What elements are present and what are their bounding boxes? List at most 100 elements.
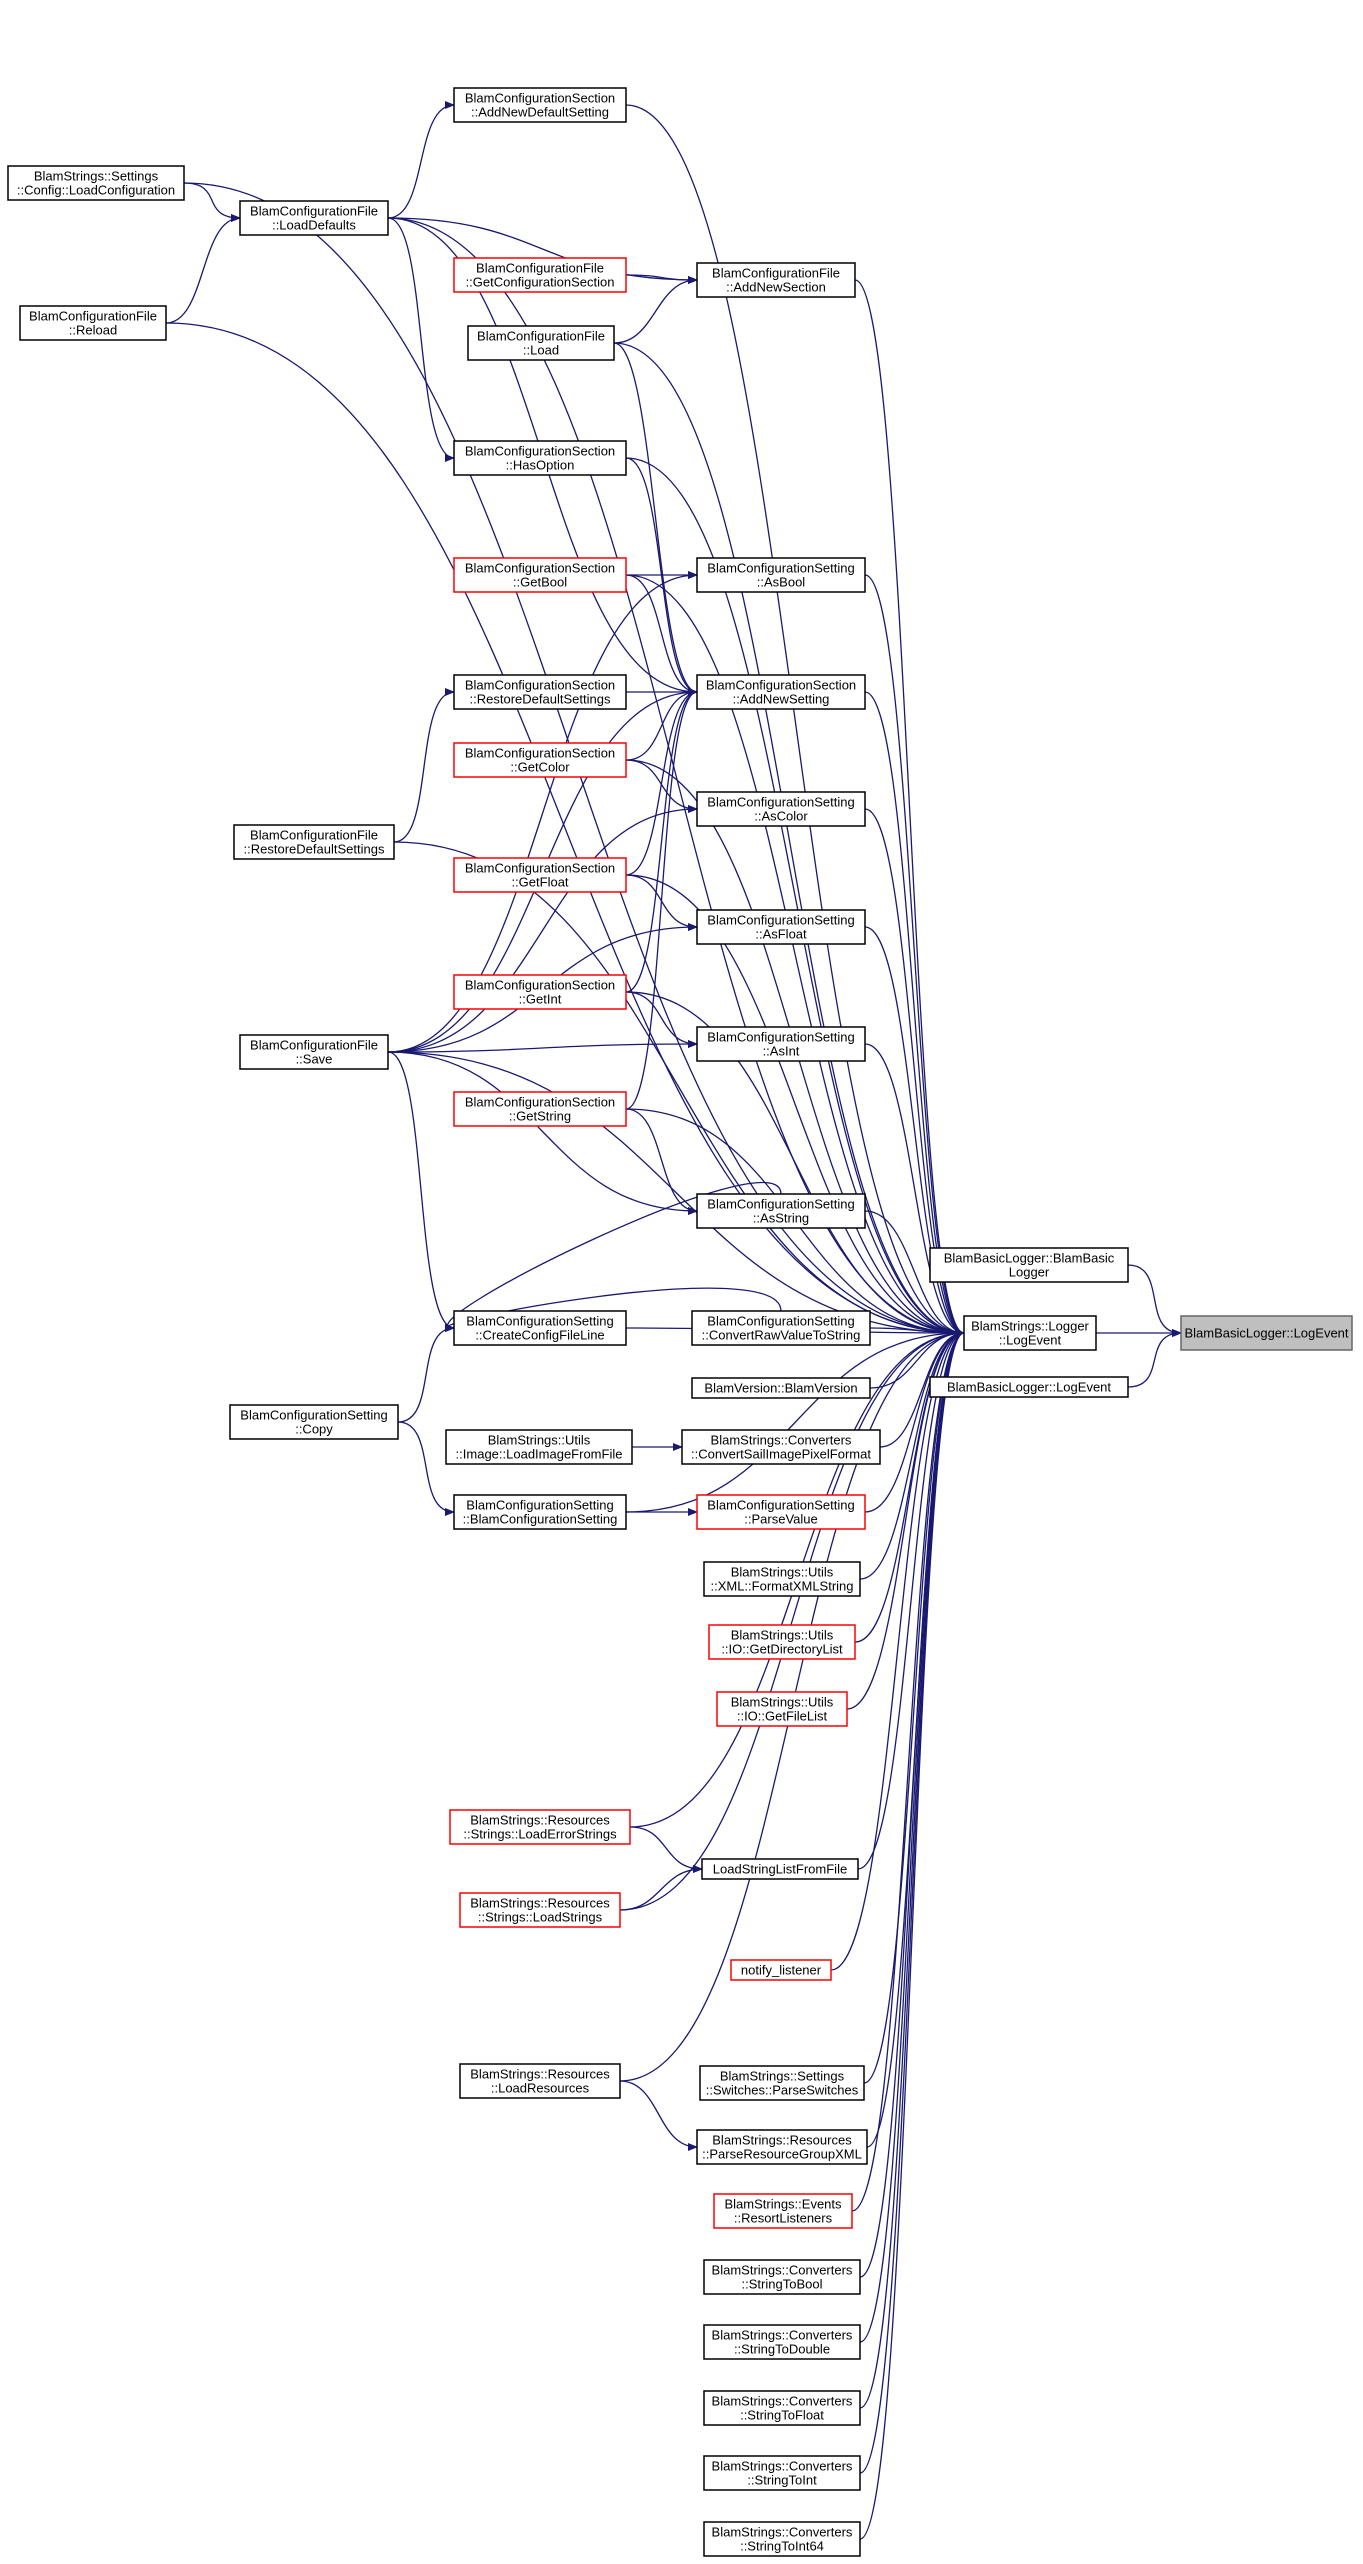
edge-bbl-ctor-to-log-event-root bbox=[1127, 1264, 1182, 1337]
node-string-to-int64[interactable]: BlamStrings::Converters::StringToInt64 bbox=[703, 2521, 861, 2557]
node-cs-add-new-setting[interactable]: BlamConfigurationSection::AddNewSetting bbox=[696, 674, 866, 710]
node-label: BlamConfigurationSetting bbox=[240, 1408, 387, 1423]
edge-cs-get-color-to-cs-add-new-setting bbox=[625, 688, 698, 761]
node-label: BlamConfigurationSection bbox=[465, 978, 615, 993]
node-box bbox=[7, 165, 185, 201]
node-st-parse-value[interactable]: BlamConfigurationSetting::ParseValue bbox=[696, 1494, 866, 1530]
node-st-as-color[interactable]: BlamConfigurationSetting::AsColor bbox=[696, 791, 866, 827]
edge-cs-add-new-setting-to-logger-log-event bbox=[864, 691, 965, 1337]
node-get-directory-list[interactable]: BlamStrings::Utils::IO::GetDirectoryList bbox=[708, 1624, 856, 1660]
node-box bbox=[703, 2455, 861, 2491]
node-convert-sail-image-pixel-format[interactable]: BlamStrings::Converters::ConvertSailImag… bbox=[681, 1429, 881, 1465]
node-box bbox=[696, 262, 856, 298]
node-log-event-root[interactable]: BlamBasicLogger::LogEvent bbox=[1180, 1315, 1353, 1351]
node-label: BlamConfigurationSection bbox=[465, 861, 615, 876]
node-load-configuration[interactable]: BlamStrings::Settings::Config::LoadConfi… bbox=[7, 165, 185, 201]
node-bbl-ctor[interactable]: BlamBasicLogger::BlamBasicLogger bbox=[929, 1247, 1129, 1283]
node-st-as-bool[interactable]: BlamConfigurationSetting::AsBool bbox=[696, 557, 866, 593]
node-label: ::GetConfigurationSection bbox=[466, 275, 615, 290]
node-cf-load[interactable]: BlamConfigurationFile::Load bbox=[467, 325, 615, 361]
node-label: BlamStrings::Logger bbox=[971, 1319, 1089, 1334]
node-cs-get-int[interactable]: BlamConfigurationSection::GetInt bbox=[453, 974, 627, 1010]
node-blam-version[interactable]: BlamVersion::BlamVersion bbox=[691, 1377, 871, 1399]
node-notify-listener[interactable]: notify_listener bbox=[730, 1959, 832, 1981]
node-box bbox=[233, 824, 395, 860]
node-st-copy[interactable]: BlamConfigurationSetting::Copy bbox=[229, 1404, 399, 1440]
node-st-ctor[interactable]: BlamConfigurationSetting::BlamConfigurat… bbox=[453, 1494, 627, 1530]
node-parse-resource-group-xml[interactable]: BlamStrings::Resources::ParseResourceGro… bbox=[696, 2129, 868, 2165]
node-cf-restore-default-settings[interactable]: BlamConfigurationFile::RestoreDefaultSet… bbox=[233, 824, 395, 860]
node-cs-get-float[interactable]: BlamConfigurationSection::GetFloat bbox=[453, 857, 627, 893]
edge-load-string-list-from-file-to-logger-log-event bbox=[857, 1329, 965, 1870]
node-get-file-list[interactable]: BlamStrings::Utils::IO::GetFileList bbox=[716, 1691, 848, 1727]
node-box bbox=[703, 2324, 861, 2360]
node-cf-save[interactable]: BlamConfigurationFile::Save bbox=[239, 1034, 389, 1070]
node-load-string-list-from-file[interactable]: LoadStringListFromFile bbox=[701, 1858, 859, 1880]
node-load-image-from-file[interactable]: BlamStrings::Utils::Image::LoadImageFrom… bbox=[445, 1429, 633, 1465]
node-label: BlamStrings::Utils bbox=[488, 1433, 591, 1448]
node-cs-restore-default-settings[interactable]: BlamConfigurationSection::RestoreDefault… bbox=[453, 674, 627, 710]
node-box bbox=[453, 1091, 627, 1127]
node-label: ::IO::GetFileList bbox=[737, 1709, 828, 1724]
node-st-as-int[interactable]: BlamConfigurationSetting::AsInt bbox=[696, 1026, 866, 1062]
node-load-strings[interactable]: BlamStrings::Resources::Strings::LoadStr… bbox=[459, 1892, 621, 1928]
node-box bbox=[453, 87, 627, 123]
node-format-xmlstring[interactable]: BlamStrings::Utils::XML::FormatXMLString bbox=[703, 1561, 861, 1597]
node-cs-add-new-default-setting[interactable]: BlamConfigurationSection::AddNewDefaultS… bbox=[453, 87, 627, 123]
node-bbl-log-event[interactable]: BlamBasicLogger::LogEvent bbox=[929, 1376, 1129, 1398]
edge-cf-save-to-st-as-int bbox=[387, 1040, 698, 1053]
node-cs-get-string[interactable]: BlamConfigurationSection::GetString bbox=[453, 1091, 627, 1127]
edge-cf-save-to-st-create-config-file-line bbox=[387, 1051, 455, 1332]
node-resort-listeners[interactable]: BlamStrings::Events::ResortListeners bbox=[713, 2193, 853, 2229]
node-cf-load-defaults[interactable]: BlamConfigurationFile::LoadDefaults bbox=[239, 200, 389, 236]
edge-cs-get-color-to-st-as-color bbox=[625, 759, 698, 813]
node-load-resources[interactable]: BlamStrings::Resources::LoadResources bbox=[459, 2063, 621, 2099]
node-box bbox=[703, 2390, 861, 2426]
node-box bbox=[453, 557, 627, 593]
node-cs-get-bool[interactable]: BlamConfigurationSection::GetBool bbox=[453, 557, 627, 593]
node-cf-reload[interactable]: BlamConfigurationFile::Reload bbox=[19, 305, 167, 341]
node-label: BlamBasicLogger::LogEvent bbox=[947, 1380, 1111, 1395]
edge-load-configuration-to-cf-load-defaults bbox=[183, 182, 241, 222]
node-st-as-string[interactable]: BlamConfigurationSetting::AsString bbox=[696, 1193, 866, 1229]
edge-string-to-int64-to-logger-log-event bbox=[859, 1329, 965, 2540]
node-label: ::GetString bbox=[509, 1109, 571, 1124]
node-label: ::AsColor bbox=[754, 809, 808, 824]
node-box bbox=[453, 857, 627, 893]
edge-cf-reload-to-cf-load-defaults bbox=[165, 214, 241, 324]
node-cf-add-new-section[interactable]: BlamConfigurationFile::AddNewSection bbox=[696, 262, 856, 298]
node-cs-get-color[interactable]: BlamConfigurationSection::GetColor bbox=[453, 742, 627, 778]
node-load-error-strings[interactable]: BlamStrings::Resources::Strings::LoadErr… bbox=[449, 1809, 631, 1845]
edge-st-as-color-to-logger-log-event bbox=[864, 808, 965, 1337]
node-box bbox=[696, 1026, 866, 1062]
node-st-as-float[interactable]: BlamConfigurationSetting::AsFloat bbox=[696, 909, 866, 945]
node-label: BlamConfigurationSetting bbox=[707, 795, 854, 810]
node-label: ::StringToDouble bbox=[734, 2342, 830, 2357]
edge-load-strings-to-logger-log-event bbox=[619, 1329, 965, 1911]
edge-notify-listener-to-logger-log-event bbox=[830, 1329, 965, 1971]
node-parse-switches[interactable]: BlamStrings::Settings::Switches::ParseSw… bbox=[699, 2065, 865, 2101]
node-cs-has-option[interactable]: BlamConfigurationSection::HasOption bbox=[453, 440, 627, 476]
node-string-to-int[interactable]: BlamStrings::Converters::StringToInt bbox=[703, 2455, 861, 2491]
edge-format-xmlstring-to-logger-log-event bbox=[859, 1329, 965, 1580]
node-logger-log-event[interactable]: BlamStrings::Logger::LogEvent bbox=[963, 1315, 1097, 1351]
node-string-to-float[interactable]: BlamStrings::Converters::StringToFloat bbox=[703, 2390, 861, 2426]
node-label: BlamConfigurationFile bbox=[29, 309, 157, 324]
node-label: ::RestoreDefaultSettings bbox=[244, 842, 385, 857]
node-box bbox=[449, 1809, 631, 1845]
node-label: ::Copy bbox=[295, 1422, 333, 1437]
node-cf-get-configuration-section[interactable]: BlamConfigurationFile::GetConfigurationS… bbox=[453, 257, 627, 293]
node-string-to-double[interactable]: BlamStrings::Converters::StringToDouble bbox=[703, 2324, 861, 2360]
node-box bbox=[929, 1247, 1129, 1283]
edge-cs-add-new-default-setting-to-logger-log-event bbox=[625, 104, 965, 1337]
node-st-convert-raw-value-to-string[interactable]: BlamConfigurationSetting::ConvertRawValu… bbox=[691, 1310, 871, 1346]
node-label: BlamConfigurationFile bbox=[476, 261, 604, 276]
edge-st-as-int-to-logger-log-event bbox=[864, 1043, 965, 1337]
node-box bbox=[453, 440, 627, 476]
node-label: ::StringToInt64 bbox=[740, 2539, 824, 2554]
node-st-create-config-file-line[interactable]: BlamConfigurationSetting::CreateConfigFi… bbox=[453, 1310, 627, 1346]
node-box bbox=[963, 1315, 1097, 1351]
node-label: BlamStrings::Resources bbox=[470, 2067, 610, 2082]
node-string-to-bool[interactable]: BlamStrings::Converters::StringToBool bbox=[703, 2259, 861, 2295]
node-label: ::AsFloat bbox=[755, 927, 807, 942]
